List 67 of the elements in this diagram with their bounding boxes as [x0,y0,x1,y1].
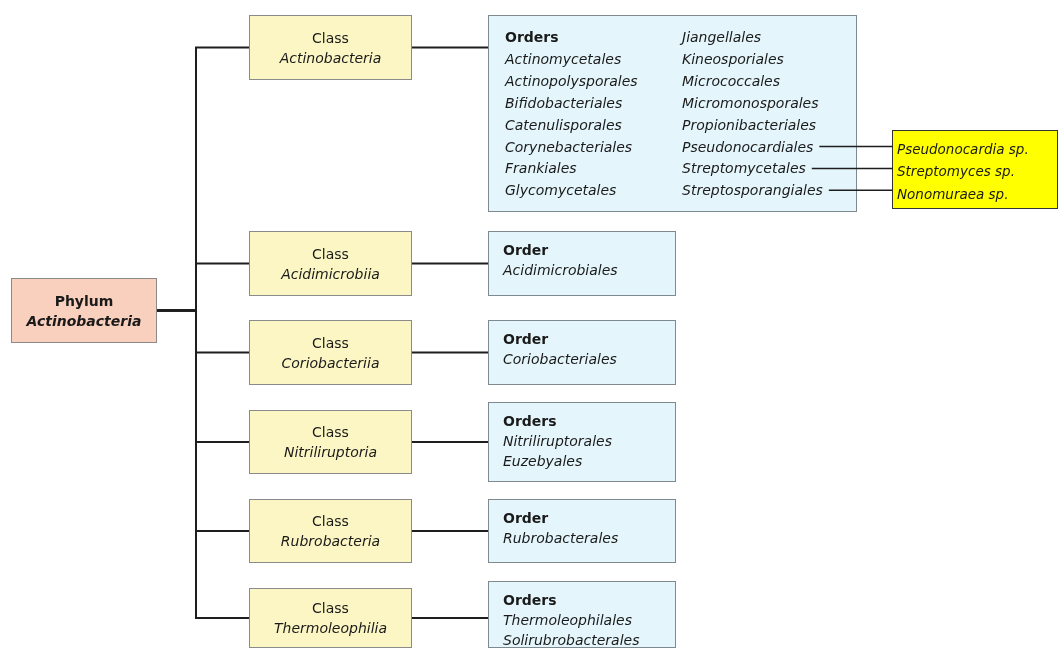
rank-label: Class [312,423,349,442]
leader-line [811,167,894,170]
taxon-name: Actinobacteria [279,48,382,68]
rank-label: Class [312,244,349,264]
class-box [249,15,412,80]
connector-line [411,441,489,443]
order-box [488,320,676,385]
taxon-name: Micrococcales [682,71,781,91]
taxon-name: Frankiales [505,159,577,179]
rank-label: Orders [505,28,559,47]
taxon-name: Thermoleophilia [273,619,388,638]
taxon-name: Actinobacteria [26,311,142,331]
leader-line [818,145,894,148]
phylum-box [11,278,157,343]
taxon-name: Nitriliruptoria [283,443,378,462]
rank-label: Class [312,599,349,618]
taxon-name: Pseudonocardia sp. [893,139,1029,159]
taxon-name: Propionibacteriales [682,115,817,135]
class-box [249,499,412,563]
connector-line [411,351,489,354]
taxon-name: Streptomycetales [682,158,806,179]
order-box [488,581,676,648]
class-box [249,588,412,648]
connector-line [411,530,489,532]
connector-line [411,46,489,49]
taxon-name: Thermoleophilales [503,611,633,630]
class-box [249,410,412,474]
order-box [488,15,857,212]
connector-line [411,262,489,265]
class-box [249,231,412,296]
rank-label: Class [312,512,349,531]
taxon-name: Pseudonocardiales [682,136,814,157]
taxon-name: Kineosporiales [682,49,784,69]
taxon-name: Rubrobacterales [503,529,620,548]
taxon-name: Nonomuraea sp. [893,184,1009,204]
taxon-name: Streptomyces sp. [893,161,1015,181]
taxon-name: Micromonosporales [682,93,819,113]
taxon-name: Bifidobacteriales [505,93,623,113]
order-box [488,231,676,296]
taxon-name: Streptosporangiales [682,180,823,201]
taxon-name: Nitriliruptorales [503,432,613,451]
taxon-name: Rubrobacteria [280,532,381,551]
taxon-name: Actinomycetales [505,49,622,69]
taxon-name: Catenulisporales [505,115,622,135]
taxon-name: Euzebyales [503,452,584,471]
taxon-name: Actinopolysporales [505,71,638,91]
taxon-name: Acidimicrobiales [503,261,619,280]
rank-label: Orders [503,412,558,431]
rank-label: Class [312,333,349,353]
rank-label: Order [503,509,550,528]
taxon-name: Corynebacteriales [505,137,633,157]
order-box [488,402,676,482]
rank-label: Order [503,241,550,260]
rank-label: Phylum [54,291,114,311]
rank-label: Class [312,28,349,48]
order-box [488,499,676,563]
leader-line [828,189,894,192]
rank-label: Order [503,330,550,349]
taxon-name: Acidimicrobiia [281,264,380,284]
taxon-name: Glycomycetales [505,181,617,201]
rank-label: Orders [503,591,558,610]
connector-line [411,617,489,619]
class-box [249,320,412,385]
species-box [892,130,1058,209]
taxon-name: Coriobacteriales [503,350,618,369]
taxon-name: Solirubrobacterales [503,631,641,650]
taxon-name: Coriobacteriia [281,353,380,373]
